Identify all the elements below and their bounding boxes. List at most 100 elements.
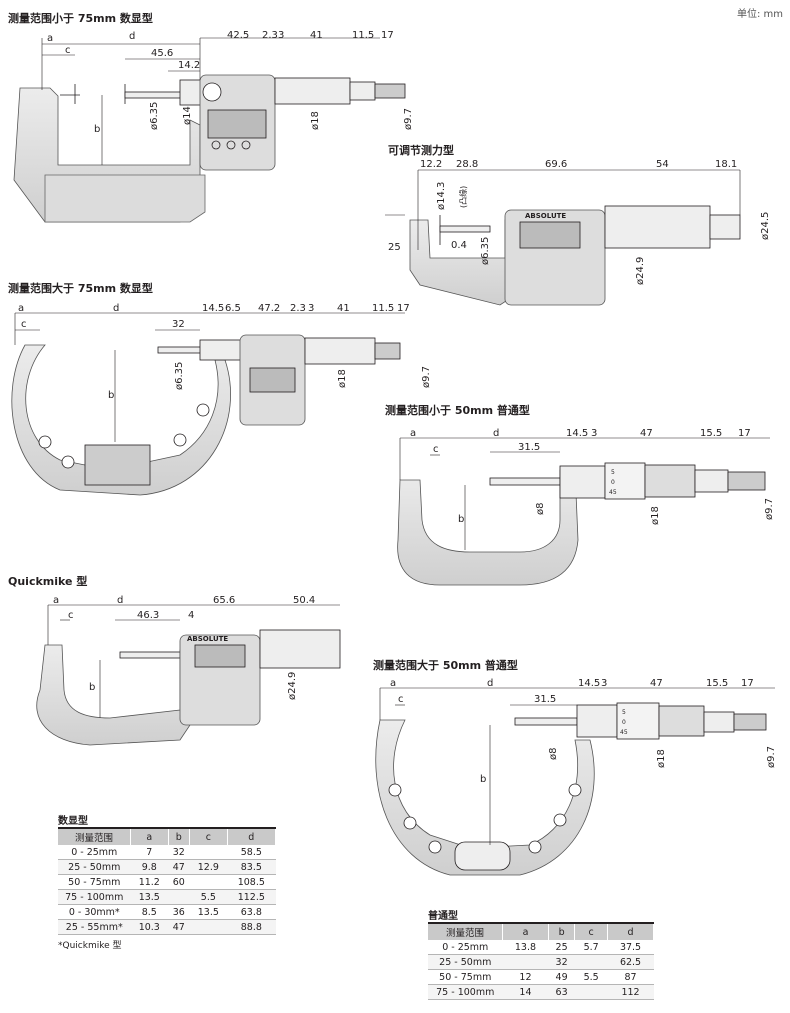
dim-ss-8: ø8 — [535, 503, 546, 515]
dim-sl-145: 14.5 — [578, 678, 600, 689]
dim-dl-18: ø18 — [337, 369, 348, 388]
dim-d: d — [129, 31, 135, 42]
dim-23: 2.3 — [262, 30, 278, 41]
dim-ad-245: ø24.5 — [760, 212, 771, 240]
dim-ss-155: 15.5 — [700, 428, 722, 439]
thimble-scale-5: 5 — [611, 469, 615, 476]
dimension-lines-digital-small — [41, 37, 380, 165]
section-title-standard-small: 测量范围小于 50mm 普通型 — [385, 404, 530, 417]
dim-sl-18: ø18 — [656, 749, 667, 768]
dim-14: ø14 — [182, 106, 193, 125]
dim-ss-d: d — [493, 428, 499, 439]
dim-142: 14.2 — [178, 60, 200, 71]
dim-dl-97: ø9.7 — [421, 366, 432, 388]
col-b: b — [548, 923, 576, 940]
dim-143-note: (凸缘) — [458, 186, 468, 208]
dim-ss-97: ø9.7 — [764, 498, 775, 520]
dim-425: 42.5 — [227, 30, 249, 41]
micrometer-digital-large — [11, 334, 401, 496]
dim-dl-c: c — [21, 319, 27, 330]
dim-qm-b: b — [89, 682, 95, 693]
dim-qm-4: 4 — [188, 610, 194, 621]
col-d: d — [607, 923, 654, 940]
dim-dl-65: 6.5 — [225, 303, 241, 314]
dim-sl-47: 47 — [650, 678, 663, 689]
dim-288: 28.8 — [456, 159, 478, 170]
dim-qm-656: 65.6 — [213, 595, 235, 606]
dimension-lines-standard-large — [379, 687, 775, 845]
digital-table-title: 数显型 — [58, 816, 88, 827]
dim-3: 3 — [278, 30, 284, 41]
dim-qm-249: ø24.9 — [287, 672, 298, 700]
dim-sl-315: 31.5 — [534, 694, 556, 705]
dim-sl-a: a — [390, 678, 396, 689]
col-c: c — [189, 828, 228, 845]
col-range: 测量范围 — [428, 923, 503, 940]
dim-25: 25 — [388, 242, 401, 253]
dim-635: ø6.35 — [149, 102, 160, 130]
dim-ss-18: ø18 — [650, 506, 661, 525]
col-c: c — [574, 923, 609, 940]
thimble-scale-45: 45 — [609, 489, 617, 496]
brand-adjustable: ABSOLUTE — [525, 212, 566, 220]
dimension-lines-adjustable — [385, 169, 741, 250]
section-title-quickmike: Quickmike 型 — [8, 575, 88, 588]
dim-sl-17: 17 — [741, 678, 754, 689]
dim-b: b — [94, 124, 100, 135]
section-title-adjustable: 可调节测力型 — [388, 144, 454, 157]
section-title-digital-large: 测量范围大于 75mm 数显型 — [8, 282, 153, 295]
micrometer-standard-small — [397, 462, 766, 586]
dim-181: 18.1 — [715, 159, 737, 170]
col-a: a — [130, 828, 169, 845]
dimension-lines-digital-large — [14, 312, 405, 442]
dim-qm-a: a — [53, 595, 59, 606]
col-a: a — [502, 923, 549, 940]
dim-ss-17: 17 — [738, 428, 751, 439]
col-b: b — [168, 828, 191, 845]
col-d: d — [227, 828, 277, 845]
micrometer-standard-large — [375, 702, 767, 876]
dim-ss-315: 31.5 — [518, 442, 540, 453]
dim-dl-17: 17 — [397, 303, 410, 314]
dim-dl-a: a — [18, 303, 24, 314]
dim-dl-d: d — [113, 303, 119, 314]
dim-qm-d: d — [117, 595, 123, 606]
dim-sl-155: 15.5 — [706, 678, 728, 689]
dim-qm-c: c — [68, 610, 74, 621]
micrometer-adjustable — [409, 205, 741, 306]
dim-17: 17 — [381, 30, 394, 41]
dim-dl-23: 2.3 — [290, 303, 306, 314]
dim-143: ø14.3 — [436, 182, 447, 210]
dim-dl-635: ø6.35 — [174, 362, 185, 390]
dim-122: 12.2 — [420, 159, 442, 170]
dim-dl-b: b — [108, 390, 114, 401]
dim-696: 69.6 — [545, 159, 567, 170]
standard-table-title: 普通型 — [428, 911, 458, 922]
dim-ss-b: b — [458, 514, 464, 525]
dim-sl-c: c — [398, 694, 404, 705]
dim-dl-115: 11.5 — [372, 303, 394, 314]
dim-97: ø9.7 — [403, 108, 414, 130]
dim-41: 41 — [310, 30, 323, 41]
dim-ss-a: a — [410, 428, 416, 439]
thimble-scale-0-b: 0 — [622, 719, 626, 726]
dim-dl-32: 32 — [172, 319, 185, 330]
dim-456: 45.6 — [151, 48, 173, 59]
dim-qm-463: 46.3 — [137, 610, 159, 621]
dim-18: ø18 — [310, 111, 321, 130]
dimension-lines-standard-small — [399, 437, 770, 550]
dim-dl-472: 47.2 — [258, 303, 280, 314]
dim-ss-3: 3 — [591, 428, 597, 439]
dimension-lines-quickmike — [47, 604, 340, 718]
dim-dl-41: 41 — [337, 303, 350, 314]
dim-a: a — [47, 33, 53, 44]
dim-54: 54 — [656, 159, 669, 170]
brand-quickmike: ABSOLUTE — [187, 635, 228, 643]
